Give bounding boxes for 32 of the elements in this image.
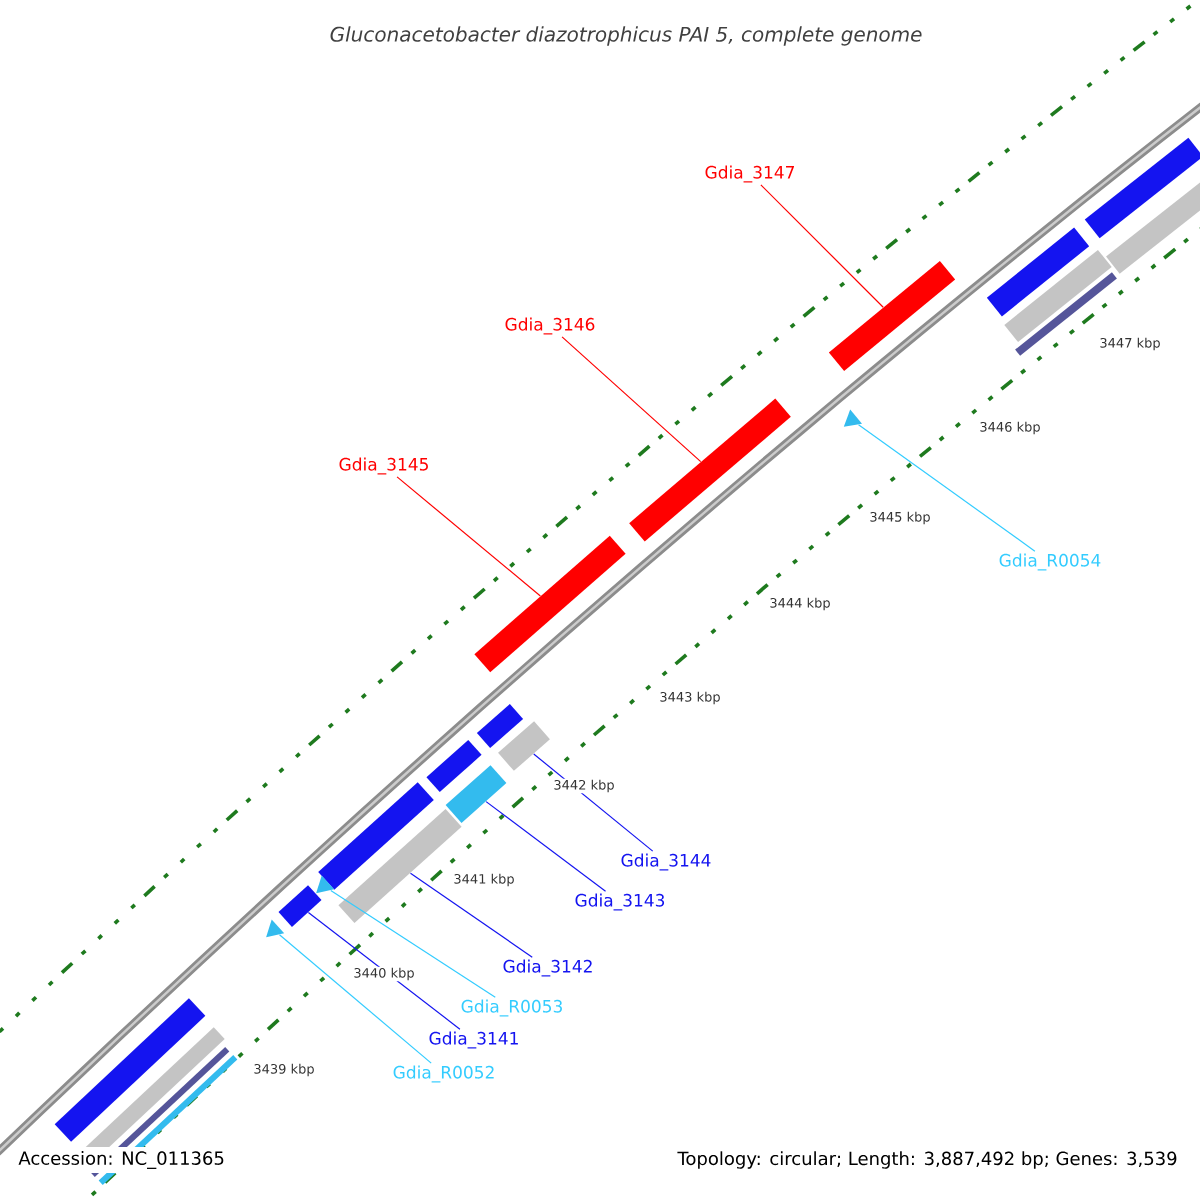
gene-label: Gdia_3145 <box>339 457 428 475</box>
leader-line <box>533 753 654 852</box>
gene-triangle <box>843 409 862 427</box>
gene-label: Gdia_3147 <box>705 165 794 183</box>
gene-label: Gdia_3142 <box>503 959 592 977</box>
gene-label: Gdia_R0053 <box>461 999 562 1017</box>
gene-label: Gdia_R0054 <box>999 553 1101 571</box>
gene-label: Gdia_3144 <box>621 853 711 871</box>
title: Gluconacetobacter diazotrophicus PAI 5, complete genome <box>330 26 922 46</box>
gene-label: Gdia_R0052 <box>393 1065 494 1083</box>
gene-bar <box>278 885 322 927</box>
gene-bar <box>498 721 550 771</box>
leader-line <box>396 476 541 597</box>
leader-line <box>307 911 461 1030</box>
leader-line <box>330 889 496 998</box>
leader-line <box>857 424 1036 552</box>
leader-line <box>278 934 432 1064</box>
gene-bar <box>445 765 507 823</box>
accession-text: Accession: NC_011365 <box>14 1147 229 1173</box>
gene-label: Gdia_3141 <box>429 1031 518 1049</box>
gene-bar <box>828 260 956 372</box>
gene-bar <box>474 535 626 673</box>
leader-line <box>760 184 884 308</box>
leader-line <box>485 801 607 892</box>
leader-line <box>561 336 702 463</box>
gene-bar <box>629 398 791 542</box>
gene-triangle <box>266 919 285 938</box>
gene-label: Gdia_3143 <box>575 893 665 911</box>
summary-text: Topology: circular; Length: 3,887,492 bp; Genes: 3,539 <box>673 1147 1182 1173</box>
gene-triangle <box>316 875 335 894</box>
leader-line <box>409 872 533 958</box>
gene-label: Gdia_3146 <box>505 317 595 335</box>
